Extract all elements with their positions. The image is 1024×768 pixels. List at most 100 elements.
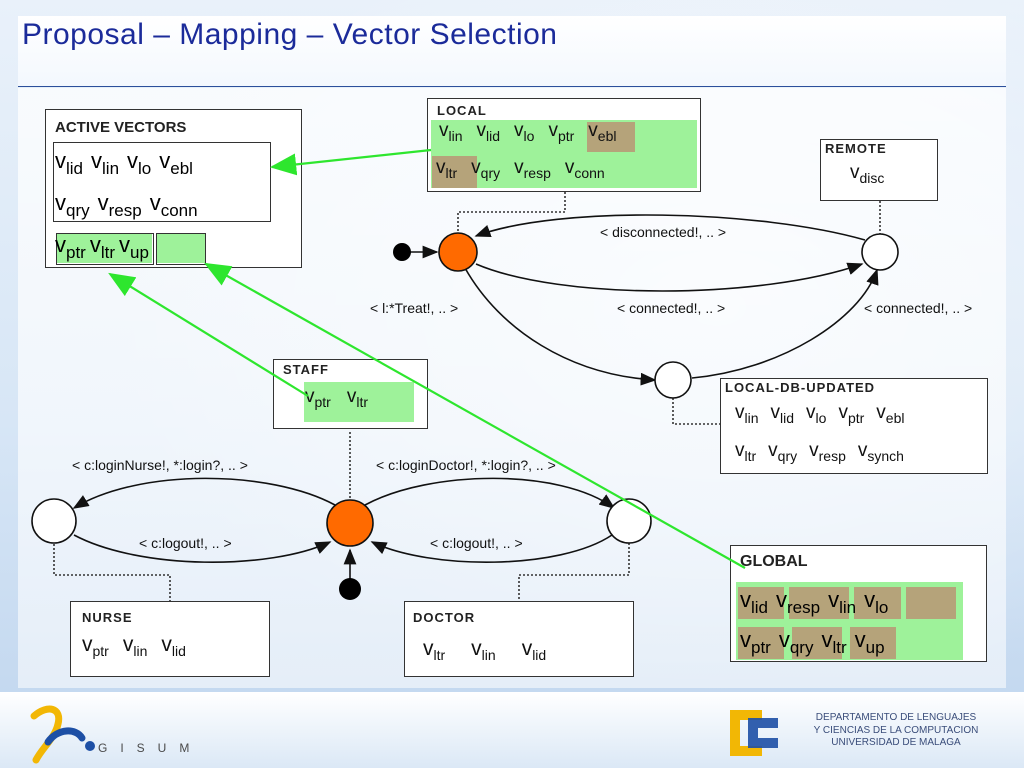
vector-ptr: vptr <box>548 120 575 144</box>
edge-disconnected <box>474 214 866 241</box>
state-doctor <box>606 498 652 544</box>
active-vectors-up-outline <box>156 233 206 265</box>
vector-ptr: vptr <box>55 232 86 262</box>
mapping-arrow-staff <box>108 272 309 397</box>
vector-ebl: vebl <box>588 120 617 144</box>
global-ltr-tan <box>850 627 896 659</box>
vector-resp: vresp <box>776 587 821 617</box>
mapping-arrow-global <box>204 262 746 569</box>
edge-connected-right <box>691 268 879 379</box>
doctor-state-box <box>404 601 634 677</box>
department-line-3: UNIVERSIDAD DE MALAGA <box>831 737 961 748</box>
active-vectors-up-bg <box>157 233 205 263</box>
state-local-db-updated <box>654 361 692 399</box>
nurse-vectors: vptr vlin vlid <box>82 633 200 659</box>
edge-connected-mid <box>475 262 864 292</box>
vector-ltr: vltr <box>735 440 757 464</box>
mapping-arrow-local <box>269 148 432 176</box>
vector-lid: vlid <box>521 637 547 663</box>
local-ptr-highlight <box>587 122 635 152</box>
remote-title: REMOTE <box>825 141 887 156</box>
vector-lin: vlin <box>735 402 759 426</box>
department-name: DEPARTAMENTO DE LENGUAJES Y CIENCIAS DE … <box>798 712 994 750</box>
active-vectors-ptr-ltr-outline <box>56 233 154 265</box>
edge-logout-right <box>370 534 613 563</box>
vector-ptr: vptr <box>740 627 771 657</box>
vector-ltr: vltr <box>423 637 446 663</box>
nurse-title: NURSE <box>82 610 133 625</box>
staff-title: STAFF <box>283 362 329 377</box>
vector-lin: vlin <box>828 587 857 617</box>
doctor-dotted-link <box>518 543 630 601</box>
vector-ltr: vltr <box>821 627 847 657</box>
department-line-1: DEPARTAMENTO DE LENGUAJES <box>815 712 977 723</box>
remote-vector: vdisc <box>850 162 884 186</box>
edge-logout-left <box>73 534 332 563</box>
vector-resp: vresp <box>809 440 846 464</box>
global-resp-tan <box>789 587 849 619</box>
active-vectors-highlight <box>53 142 271 222</box>
vector-resp: vresp <box>97 190 142 220</box>
state-staff <box>326 499 374 547</box>
department-logo <box>730 710 778 756</box>
vector-up: vup <box>119 232 149 262</box>
initial-dot-staff <box>339 578 361 600</box>
vector-lo: vlo <box>514 120 535 144</box>
vector-lin: vlin <box>122 633 148 659</box>
vector-lid: vlid <box>476 120 501 144</box>
localdb-dotted-link <box>672 394 722 425</box>
doctor-vectors: vltr vlin vlid <box>423 637 572 663</box>
label-disconnected: < disconnected!, .. > <box>600 224 727 240</box>
state-remote <box>861 233 899 271</box>
vector-ltr: vltr <box>346 386 369 410</box>
local-db-updated-title: LOCAL-DB-UPDATED <box>725 380 876 395</box>
vector-lin: vlin <box>91 148 120 178</box>
department-line-2: Y CIENCIAS DE LA COMPUTACION <box>813 724 979 736</box>
vector-ptr: vptr <box>82 633 109 659</box>
vector-ebl: vebl <box>876 402 905 426</box>
label-connected-mid: < connected!, .. > <box>617 300 726 316</box>
vector-lin: vlin <box>471 637 496 663</box>
vector-up: vup <box>854 627 885 657</box>
slide-title: Proposal – Mapping – Vector Selection <box>22 18 558 51</box>
gisum-wordmark: GISUM <box>98 741 203 755</box>
vector-conn: vconn <box>564 157 605 181</box>
label-connected-right: < connected!, .. > <box>864 300 973 316</box>
vector-lid: vlid <box>740 587 769 617</box>
vector-lid: vlid <box>161 633 186 659</box>
gisum-logo <box>30 705 95 764</box>
edge-treat <box>464 267 657 386</box>
label-treat: < l:*Treat!, .. > <box>370 300 459 316</box>
local-dotted-link <box>457 192 566 232</box>
vector-qry: vqry <box>778 627 814 657</box>
vector-lid: vlid <box>770 402 795 426</box>
local-ltr-highlight <box>432 156 477 188</box>
vector-lo: vlo <box>806 402 827 426</box>
edge-login-doctor <box>364 477 616 509</box>
global-qry-tan <box>792 627 842 659</box>
local-title: LOCAL <box>437 103 487 118</box>
edge-login-nurse <box>72 477 336 509</box>
vector-qry: vqry <box>55 190 90 220</box>
vector-lin: vlin <box>439 120 463 144</box>
label-login-nurse: < c:loginNurse!, *:login?, .. > <box>72 457 248 473</box>
footer <box>0 692 1024 768</box>
doctor-title: DOCTOR <box>413 610 476 625</box>
vector-disc: vdisc <box>850 162 885 186</box>
state-local <box>438 232 478 272</box>
vector-qry: vqry <box>471 157 501 181</box>
active-vectors-ptr-ltr-bg <box>56 233 152 263</box>
vector-ebl: vebl <box>159 148 193 178</box>
vector-lo: vlo <box>864 587 889 617</box>
